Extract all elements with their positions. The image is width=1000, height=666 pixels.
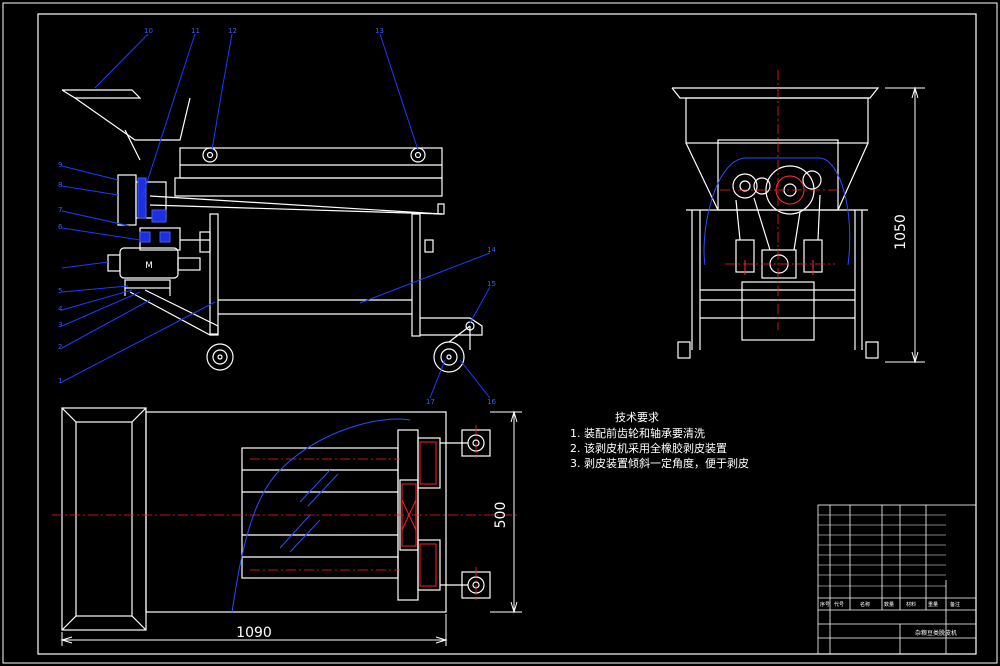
side-view-red-details: [744, 175, 814, 275]
requirement-item: 1. 装配前齿轮和轴承要清洗: [570, 427, 705, 440]
front-view: [61, 89, 483, 373]
title-block-header: 备注: [950, 601, 960, 608]
part-number: 6: [58, 223, 63, 231]
part-number: 7: [58, 206, 62, 214]
title-block-rows: [818, 514, 946, 587]
part-number: 17: [426, 398, 435, 406]
side-view-blue-outline: [703, 157, 851, 266]
part-number: 2: [58, 343, 62, 351]
leader-lines: [61, 33, 491, 399]
part-number: 5: [58, 287, 62, 295]
top-view-blue-details: [231, 418, 411, 613]
front-view-blue-parts: [137, 177, 171, 243]
top-view: [61, 407, 491, 631]
part-number: 1: [58, 377, 62, 385]
width-dimension: [490, 410, 522, 614]
part-number: 15: [487, 280, 496, 288]
part-number: 10: [144, 27, 153, 35]
title-block-header: 名称: [860, 601, 870, 608]
side-view-centerlines: [720, 70, 840, 330]
length-dimension-text: 1090: [236, 625, 272, 641]
title-block-header: 数量: [884, 601, 894, 608]
part-number: 4: [58, 305, 63, 313]
technical-requirements-title: 技术要求: [615, 411, 659, 424]
title-block-header: 代号: [834, 601, 844, 608]
title-block-header: 序号: [820, 601, 830, 608]
title-block: [817, 504, 977, 655]
part-number: 3: [58, 321, 62, 329]
height-dimension-text: 1050: [893, 214, 909, 250]
part-number: 8: [58, 181, 62, 189]
title-block-header: 重量: [928, 601, 938, 608]
motor-label: M: [145, 261, 153, 271]
part-number: 16: [487, 398, 496, 406]
width-dimension-text: 500: [493, 502, 509, 529]
length-dimension: [60, 614, 448, 646]
requirement-item: 2. 该剥皮机采用全橡胶剥皮装置: [570, 442, 727, 455]
part-number: 9: [58, 161, 62, 169]
part-number: 11: [191, 27, 200, 35]
part-number-labels: 1 2 3 4 5 6 7 8 9 10 11 12 13 14 15 16 1…: [58, 27, 496, 406]
height-dimension: [885, 86, 925, 364]
technical-requirements: 技术要求 1. 装配前齿轮和轴承要清洗 2. 该剥皮机采用全橡胶剥皮装置 3. …: [570, 410, 749, 471]
top-view-red-details: [401, 441, 437, 587]
requirement-item: 3. 剥皮装置倾斜一定角度，便于剥皮: [570, 457, 749, 470]
part-number: 12: [228, 27, 237, 35]
part-number: 13: [375, 27, 384, 35]
product-name: 杂粮豆类脱皮机: [915, 629, 957, 637]
title-block-headers: 序号 代号 名称 数量 材料 重量 备注: [820, 601, 960, 608]
title-block-header: 材料: [906, 601, 916, 608]
part-number: 14: [487, 246, 496, 254]
top-view-centerlines: [52, 425, 520, 602]
side-view: [671, 87, 880, 359]
drawing-frame: [37, 13, 977, 655]
